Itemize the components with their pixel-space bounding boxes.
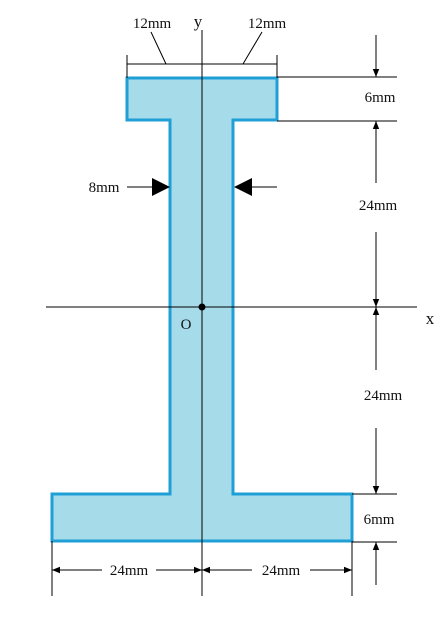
top-right-leader [242, 31, 263, 65]
y-axis-label: y [194, 12, 203, 31]
top-flange-left-width-label: 12mm [133, 16, 172, 32]
bottom-flange-thickness-label: 6mm [364, 512, 395, 528]
top-left-leader [150, 31, 167, 65]
x-axis-label: x [426, 309, 435, 328]
top-flange-right-width-label: 12mm [248, 16, 287, 32]
web-thickness-left-arrowhead [152, 178, 170, 196]
web-thickness-right-arrowhead [234, 178, 252, 196]
web-thickness-label: 8mm [89, 180, 120, 196]
bottom-flange-left-width-label: 24mm [110, 563, 149, 579]
bottom-flange-right-width-label: 24mm [262, 563, 301, 579]
origin-label: O [181, 317, 192, 333]
origin-point [198, 303, 206, 311]
top-flange-thickness-label: 6mm [365, 90, 396, 106]
web-lower-height-label: 24mm [364, 388, 403, 404]
web-upper-height-label: 24mm [359, 198, 398, 214]
